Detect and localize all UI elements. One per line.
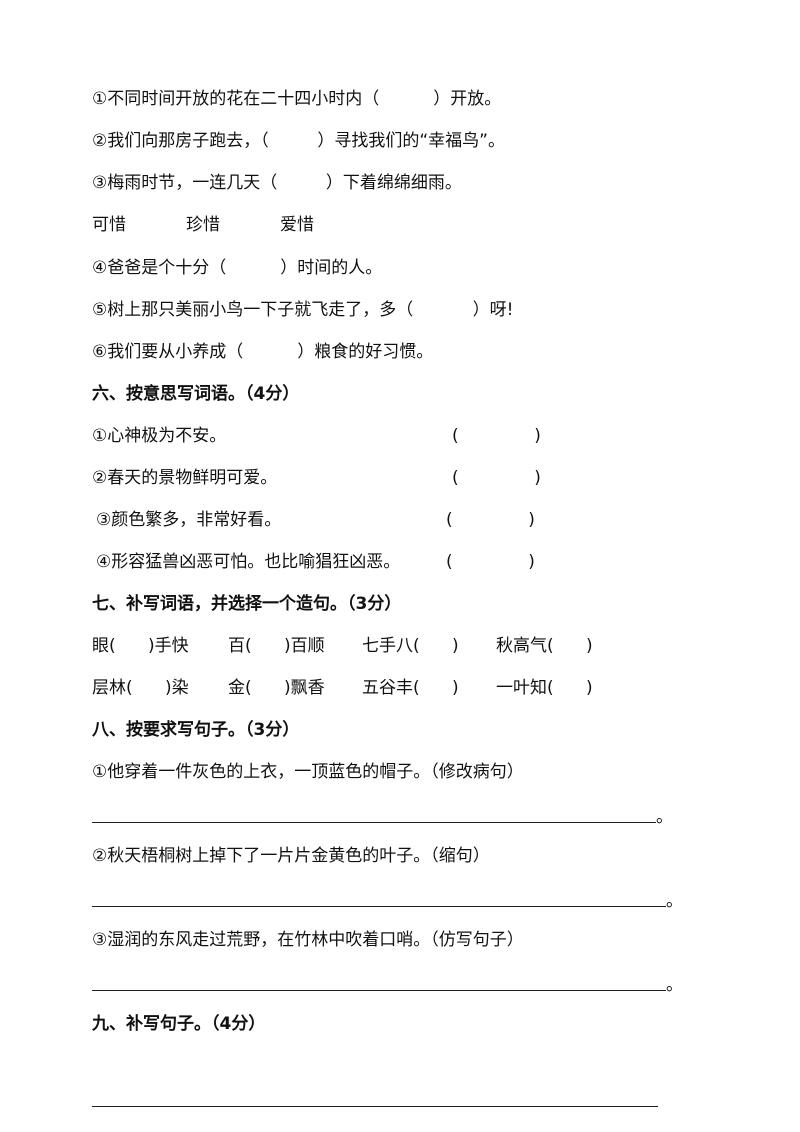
section-6-heading: 六、按意思写词语。（4分） [92,384,300,404]
answer-line-4[interactable] [92,1106,658,1107]
sec5-question-5: ⑤树上那只美丽小鸟一下子就飞走了，多（ ）呀! [92,300,514,320]
idiom-row1-1: 眼( )手快 [92,636,189,656]
option-word-2: 珍惜 [186,215,220,235]
sec6-item-4-text: ④形容猛兽凶恶可怕。也比喻猖狂凶恶。 [96,552,401,572]
idiom-row1-4: 秋高气( ) [496,636,593,656]
sec6-item-2-text: ②春天的景物鲜明可爱。 [92,468,278,488]
sec8-question-3: ③湿润的东风走过荒野，在竹林中吹着口哨。（仿写句子） [92,930,524,950]
sec6-item-2-blank: ( ) [452,468,541,488]
idiom-row1-2: 百( )百顺 [228,636,325,656]
sec6-item-1-blank: ( ) [452,426,541,446]
sec5-question-2: ②我们向那房子跑去，（ ）寻找我们的“幸福鸟”。 [92,131,505,151]
idiom-row2-3: 五谷丰( ) [362,678,459,698]
section-8-heading: 八、按要求写句子。（3分） [92,720,300,740]
sec8-question-1: ①他穿着一件灰色的上衣，一顶蓝色的帽子。（修改病句） [92,762,524,782]
sec5-question-3: ③梅雨时节，一连几天（ ）下着绵绵细雨。 [92,173,462,193]
answer-line-2[interactable] [92,906,666,907]
sec5-question-6: ⑥我们要从小养成（ ）粮食的好习惯。 [92,342,434,362]
sec5-question-1: ①不同时间开放的花在二十四小时内（ ）开放。 [92,89,502,109]
sec8-question-2: ②秋天梧桐树上掉下了一片片金黄色的叶子。（缩句） [92,846,490,866]
sec6-item-4-blank: ( ) [446,552,535,572]
idiom-row2-4: 一叶知( ) [496,678,593,698]
sec6-item-3-text: ③颜色繁多，非常好看。 [96,510,282,530]
answer-line-1[interactable] [92,822,656,823]
idiom-row2-2: 金( )飘香 [228,678,325,698]
sec6-item-1-text: ①心神极为不安。 [92,426,227,446]
idiom-row1-3: 七手八( ) [362,636,459,656]
option-word-1: 可惜 [92,215,126,235]
section-7-heading: 七、补写词语，并选择一个造句。（3分） [92,594,402,614]
sec6-item-3-blank: ( ) [446,510,535,530]
answer-line-3[interactable] [92,990,666,991]
answer-line-2-period: 。 [666,891,683,911]
option-word-3: 爱惜 [280,215,314,235]
idiom-row2-1: 层林( )染 [92,678,189,698]
section-9-heading: 九、补写句子。（4分） [92,1014,266,1034]
answer-line-3-period: 。 [666,975,683,995]
answer-line-1-period: 。 [656,807,673,827]
sec5-question-4: ④爸爸是个十分（ ）时间的人。 [92,258,383,278]
